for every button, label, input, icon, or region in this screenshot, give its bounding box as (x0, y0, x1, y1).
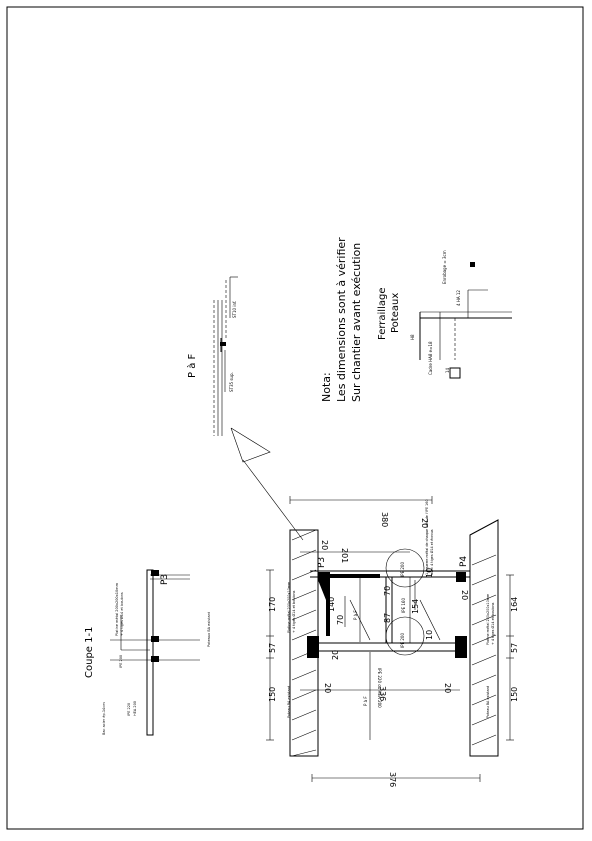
dim-57-b: 57 (510, 643, 519, 653)
plan-paf-a: P à F (353, 610, 358, 620)
paf-st-bas: ST35 sup. (229, 372, 234, 392)
dim-diag (419, 599, 441, 641)
detail-circle-top (385, 548, 425, 588)
dim-150-a: 150 (268, 687, 277, 702)
plan-ipe200-b: IPE 200 (400, 633, 405, 648)
main-plan: 380 201 20 20 20 20 20 20 10 10 170 57 5… (266, 496, 519, 787)
coupe-1-1-detail: Coupe 1-1 Platine métal 200x200x10mm + 4… (84, 569, 211, 736)
left-wall-hatch (291, 529, 317, 757)
plan-platine-l-2: + 4 tiges Ø14 et boulons (291, 590, 296, 633)
coupe-bac-acier: Bac acier ép.14cm (102, 702, 106, 735)
p3-member (318, 572, 330, 636)
dim-70-b: 70 (383, 586, 392, 596)
coupe-joist (151, 636, 159, 642)
callout-line (242, 459, 304, 541)
paf-detail: P à F ST35 sup. ST10 inf. (186, 276, 238, 436)
plan-equerre: 1 équerre métal de chaque coté de l'IPE … (425, 499, 429, 575)
nota-line-2: Sur chantier avant exécution (350, 243, 363, 402)
nota-title: Nota: (320, 372, 333, 402)
dim-57-a: 57 (268, 643, 277, 653)
plan-poteau-ba-l: Poteau BA existant (287, 685, 291, 718)
ferraillage-cadre: Cadre HA8 e=18 (428, 341, 433, 375)
coupe-platine-label-2: + 4 tiges Ø14 et boulons (119, 592, 124, 636)
dim-20-e: 20 (443, 683, 452, 693)
dim-20-b: 20 (420, 518, 429, 528)
dim-10-a: 10 (425, 568, 434, 578)
callout-arrowhead (230, 427, 271, 463)
paf-beam (220, 342, 226, 346)
column-left (307, 636, 319, 658)
coupe-platine-label: Platine métal 200x200x10mm (115, 582, 119, 636)
plan-platine-r: Platine métal 200x200x10mm (486, 593, 490, 645)
dim-154: 154 (411, 599, 420, 614)
ferraillage-block: Ferraillage Poteaux Enrobage = 3cm 4 HA … (377, 250, 512, 379)
coupe-slab (146, 569, 154, 736)
dim-20-a: 20 (320, 540, 329, 550)
paf-st-top: ST10 inf. (232, 301, 237, 318)
plan-equerre-2: avec 4 tiges Ø14 et écrous (429, 529, 434, 575)
dim-164: 164 (510, 597, 519, 612)
coupe-ipe200: IPE 200 (119, 655, 123, 668)
ferraillage-marker (470, 262, 475, 267)
dim-10-b: 10 (425, 630, 434, 640)
ferraillage-enrobage: Enrobage = 3cm (442, 250, 447, 284)
plan-paf-b: P à F (363, 696, 368, 706)
ferraillage-title-1: Ferraillage (377, 288, 388, 341)
coupe-joist (151, 656, 159, 662)
coupe-title: Coupe 1-1 (84, 627, 95, 678)
coupe-p3-label: P3 (160, 574, 170, 585)
right-wall (469, 519, 499, 757)
ferraillage-h8: H8 (410, 334, 415, 340)
nota-block: Nota: Les dimensions sont à vérifier Sur… (320, 237, 363, 402)
paf-title: P à F (186, 353, 198, 378)
dim-70-a: 70 (336, 615, 345, 625)
dim-87: 87 (383, 613, 392, 623)
coupe-poteau-ba: Poteaux BA existant (207, 611, 211, 647)
dim-170: 170 (268, 597, 277, 612)
coupe-joist (151, 570, 159, 576)
detail-circle-bottom (385, 616, 425, 656)
plan-p4-label: P4 (459, 556, 469, 567)
sheet-border (6, 6, 584, 830)
ferraillage-14: 14 (445, 367, 450, 373)
dim-20-f: 20 (331, 650, 340, 660)
dim-201-label: 201 (340, 548, 349, 563)
dim-376: 376 (388, 772, 397, 787)
right-wall-hatch (471, 554, 497, 746)
dim-150-b: 150 (510, 687, 519, 702)
dim-336: 336 (378, 686, 387, 701)
p3-flange (326, 574, 380, 578)
coupe-ipe220: IPE 220 (127, 703, 131, 716)
dim-380-label: 380 (380, 512, 389, 527)
ferraillage-ha12: 4 HA 12 (456, 290, 461, 306)
ferraillage-title-2: Poteaux (390, 293, 401, 333)
dim-140: 140 (327, 597, 336, 612)
plan-platine-r-2: + 4 tiges Ø14 et boulons (490, 602, 495, 645)
plan-ipe220: IPE 220 ou HEA 200 (377, 668, 382, 708)
dim-20-d: 20 (323, 683, 332, 693)
detail-callout-arrow (230, 427, 304, 541)
coupe-hea200: HEA 200 (133, 701, 137, 716)
plan-poteau-ba-r: Poteau BA existant (486, 685, 490, 718)
column-right (455, 636, 467, 658)
plan-platine-l: Platine métal 200x200x10mm (287, 581, 291, 633)
dim-20-c: 20 (460, 590, 469, 600)
plan-ipe200-a: IPE 200 (400, 562, 405, 577)
dim-ticks (266, 496, 514, 782)
ferraillage-section (449, 367, 461, 379)
plan-ipe160: IPE 160 (401, 598, 406, 613)
nota-line-1: Les dimensions sont à vérifier (335, 237, 348, 402)
plan-p3-label: P3 (317, 557, 327, 568)
p4-member (456, 572, 466, 582)
left-wall (289, 529, 319, 757)
